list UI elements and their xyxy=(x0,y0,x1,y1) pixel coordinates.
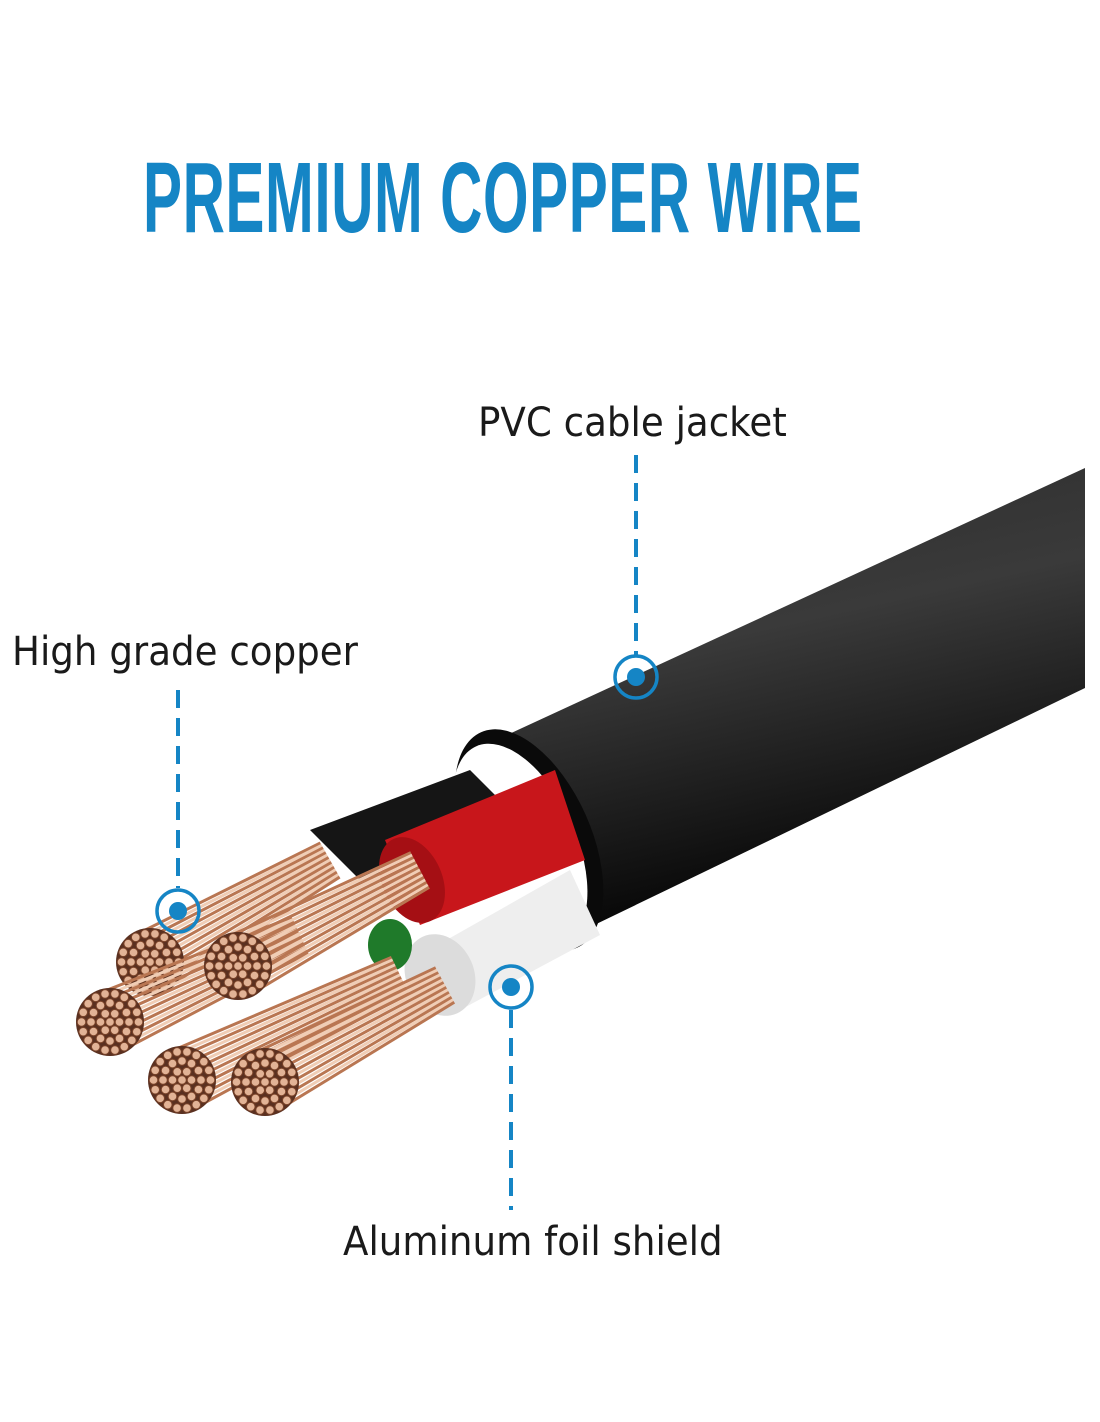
headline: PREMIUM COPPER WIRE xyxy=(143,142,863,254)
inner-sleeves xyxy=(310,770,600,1016)
copper-bundle xyxy=(204,851,430,1000)
callout-pvc-jacket: PVC cable jacket xyxy=(478,400,787,446)
copper-strands xyxy=(76,841,456,1116)
copper-bundle xyxy=(231,966,456,1116)
callout-foil-shield: Aluminum foil shield xyxy=(343,1219,723,1265)
callout-copper: High grade copper xyxy=(12,629,358,675)
callout-markers xyxy=(155,455,659,1210)
